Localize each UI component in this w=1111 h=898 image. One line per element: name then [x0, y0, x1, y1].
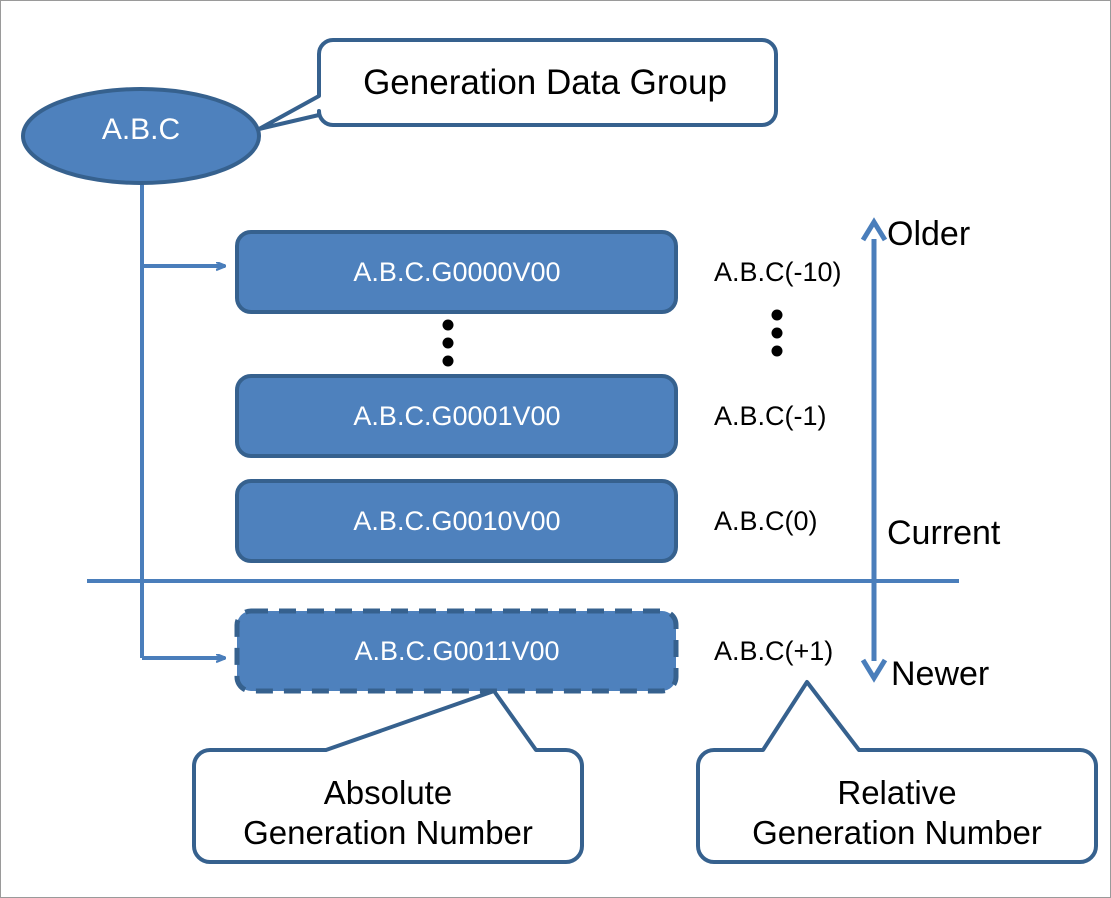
root-ellipse-label: A.B.C	[101, 113, 181, 146]
generation-box-3[interactable]	[234, 608, 679, 694]
absolute-callout-line-2: Generation Number	[243, 814, 533, 852]
relative-callout-line-1: Relative	[837, 774, 957, 811]
absolute-generation-callout-label: Absolute Generation Number	[194, 773, 582, 854]
relative-generation-callout-shape[interactable]	[696, 680, 1098, 864]
ellipsis-dots-right	[771, 309, 783, 357]
relative-generation-label-1: A.B.C(-1)	[714, 401, 827, 431]
time-axis-arrow	[860, 217, 888, 683]
ellipsis-dots-center	[442, 319, 454, 367]
root-callout-label: Generation Data Group	[363, 63, 727, 102]
generation-box-1[interactable]	[235, 374, 678, 458]
generation-box-0[interactable]	[235, 230, 678, 314]
relative-generation-callout-label: Relative Generation Number	[698, 773, 1096, 854]
relative-generation-label-2: A.B.C(0)	[714, 506, 818, 536]
time-axis-current-label: Current	[887, 514, 1001, 552]
absolute-generation-callout-shape[interactable]	[192, 689, 584, 864]
relative-callout-line-2: Generation Number	[752, 814, 1042, 852]
time-axis-newer-label: Newer	[891, 655, 990, 693]
time-axis-older-label: Older	[887, 215, 971, 253]
absolute-callout-line-1: Absolute	[323, 774, 453, 811]
generation-box-label-2: A.B.C.G0010V00	[353, 506, 561, 536]
root-ellipse[interactable]	[21, 87, 261, 185]
generation-box-2[interactable]	[235, 479, 678, 563]
generation-box-label-0: A.B.C.G0000V00	[353, 257, 561, 287]
relative-generation-label-3: A.B.C(+1)	[714, 636, 834, 666]
generation-box-label-3: A.B.C.G0011V00	[354, 636, 560, 666]
generation-box-label-1: A.B.C.G0001V00	[353, 401, 561, 431]
root-callout-shape[interactable]	[257, 38, 778, 131]
root-connector-tree	[140, 183, 225, 658]
relative-generation-label-0: A.B.C(-10)	[714, 257, 842, 287]
